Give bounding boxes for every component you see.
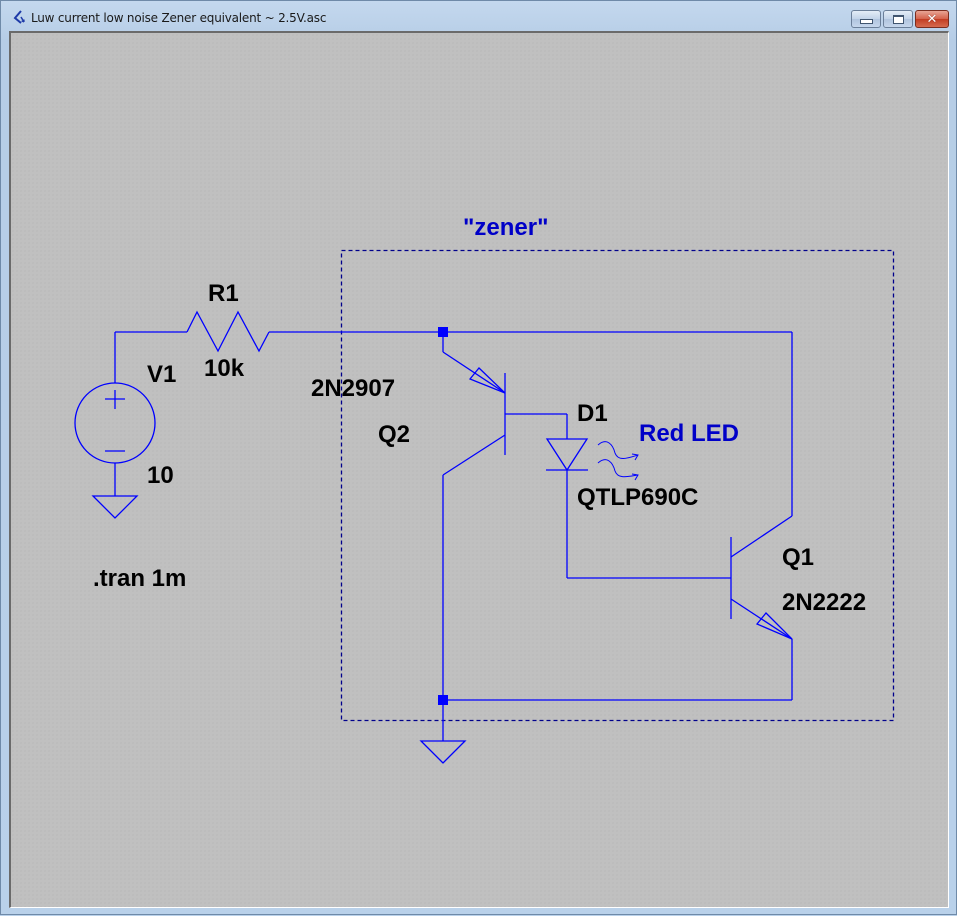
ltspice-icon [13,10,25,24]
led-d1[interactable] [545,414,639,578]
q2-name-label[interactable]: Q2 [378,421,411,448]
zener-group-label[interactable]: "zener" [463,214,549,241]
ground-symbol-v1 [91,495,139,519]
q1-name-label[interactable]: Q1 [782,544,815,571]
q2-model-label[interactable]: 2N2907 [311,375,396,402]
led-comment[interactable]: Red LED [639,420,740,447]
junction-dot [438,327,448,337]
close-button[interactable]: ✕ [915,10,949,28]
resistor-r1[interactable] [186,310,270,353]
minimize-button[interactable] [851,10,881,28]
tran-directive[interactable]: .tran 1m [93,565,187,592]
q1-model-label[interactable]: 2N2222 [782,589,867,616]
transistor-q1[interactable] [730,515,793,700]
d1-name-label[interactable]: D1 [577,400,608,427]
ground-symbol [419,740,467,764]
zener-group-box [340,249,895,722]
d1-model-label[interactable]: QTLP690C [577,484,699,511]
close-icon: ✕ [926,11,938,27]
minimize-icon [859,18,873,24]
maximize-button[interactable] [883,10,913,28]
title-bar[interactable]: Luw current low noise Zener equivalent ~… [1,1,957,31]
maximize-icon [892,14,904,24]
v1-name-label[interactable]: V1 [147,361,177,388]
r1-name-label[interactable]: R1 [208,280,239,307]
voltage-source-v1[interactable] [74,332,156,496]
schematic-canvas[interactable] [9,31,949,908]
transistor-q2[interactable] [442,332,567,700]
junction-dot [438,695,448,705]
r1-value-label[interactable]: 10k [204,355,245,382]
v1-value-label[interactable]: 10 [147,462,174,489]
window-title: Luw current low noise Zener equivalent ~… [31,11,327,25]
